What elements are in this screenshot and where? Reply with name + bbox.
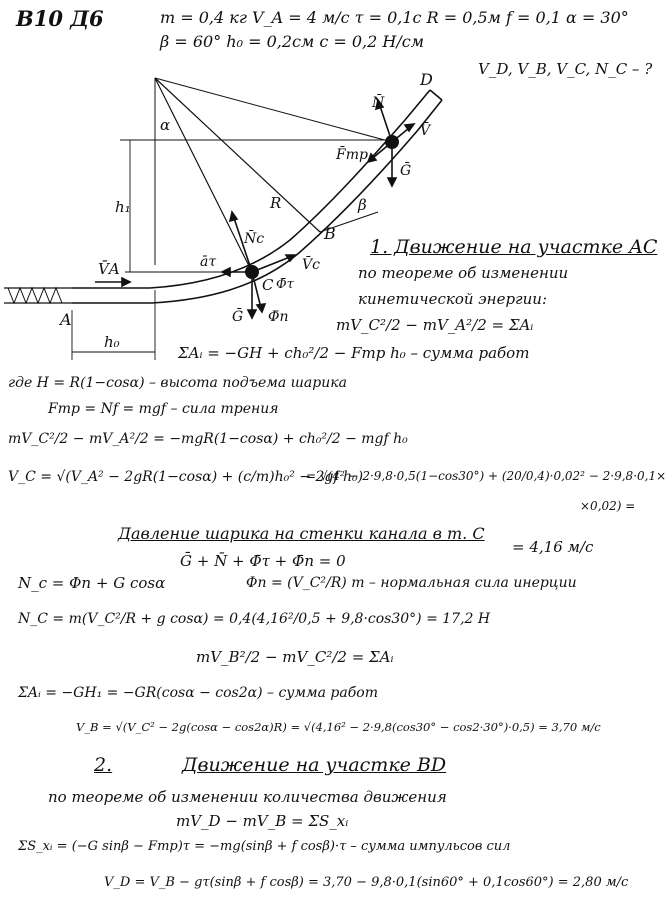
- impulse-sum: ΣS_xᵢ = (−G sinβ − Fтр)τ = −mg(sinβ + f …: [18, 839, 511, 854]
- expanded-equation: mV_C²/2 − mV_A²/2 = −mgR(1−cosα) + ch₀²/…: [8, 431, 408, 447]
- vc-formula: V_C = √(V_A² − 2gR(1−cosα) + (c/m)h₀² − …: [8, 469, 364, 485]
- v-d-label: V̄: [420, 123, 431, 139]
- vc-numeric-2: ×0,02) =: [580, 499, 636, 513]
- energy-cb: mV_B²/2 − mV_C²/2 = ΣAᵢ: [196, 648, 394, 666]
- vd-calculation: V_D = V_B − gτ(sinβ + f cosβ) = 3,70 − 9…: [104, 875, 629, 890]
- h1-label: h₁: [115, 198, 131, 216]
- point-a-label: A: [60, 310, 72, 329]
- def-f: Fтр = Nf = mgf – сила трения: [48, 401, 279, 417]
- radius-label: R: [270, 194, 282, 212]
- vb-calculation: V_B = √(V_C² − 2g(cosα − cos2α)R) = √(4,…: [76, 720, 601, 734]
- section-1-intro-2: кинетической энергии:: [358, 290, 548, 308]
- nc-line: N_c = Φn + G cosα: [18, 574, 166, 592]
- def-h: где H = R(1−cosα) – высота подъема шарик…: [8, 375, 347, 391]
- g-d-label: Ḡ: [400, 163, 412, 179]
- work-sum: ΣAᵢ = −GH + ch₀²/2 − Fтр h₀ – сумма рабо…: [178, 344, 530, 362]
- work-cb: ΣAᵢ = −GH₁ = −GR(cosα − cos2α) – сумма р…: [18, 685, 378, 701]
- mechanics-figure: [4, 77, 443, 360]
- point-b-label: B: [324, 224, 336, 243]
- alpha-label: α: [160, 116, 171, 134]
- unknowns: V_D, V_B, V_C, N_C – ?: [478, 60, 653, 78]
- variant-label: B10 Д6: [16, 6, 104, 31]
- point-c-label: C: [262, 276, 274, 294]
- pressure-vector-eq: Ḡ + N̄ + Φ̄τ + Φ̄n = 0: [180, 552, 346, 570]
- givens-line-2: β = 60° h₀ = 0,2см c = 0,2 Н/см: [160, 32, 424, 51]
- section-1-intro-1: по теореме об изменении: [358, 264, 569, 282]
- momentum-equation: mV_D − mV_B = ΣS_xᵢ: [176, 812, 349, 830]
- pressure-title: Давление шарика на стенки канала в т. C: [118, 524, 485, 543]
- a-tau-label: āτ: [200, 254, 217, 270]
- h0-label: h₀: [104, 333, 120, 351]
- vc-label: V̄c: [302, 257, 320, 273]
- g-c-label: Ḡ: [232, 309, 244, 325]
- nc-calculation: N_C = m(V_C²/R + g cosα) = 0,4(4,16²/0,5…: [18, 611, 491, 627]
- point-d-label: D: [420, 70, 433, 89]
- vc-result: = 4,16 м/с: [512, 538, 594, 556]
- phi-n-label: Φ̄n: [268, 309, 289, 325]
- section-1-title: 1. Движение на участке AC: [370, 236, 658, 258]
- ftr-label: F̄тр: [336, 147, 368, 163]
- phi-tau-label: Φ̄τ: [276, 277, 294, 292]
- n-d-label: N̄: [372, 95, 385, 111]
- solution-page: B10 Д6 m = 0,4 кг V_A = 4 м/с τ = 0,1с R…: [4, 6, 666, 890]
- phi-n-definition: Φn = (V_C²/R) m – нормальная сила инерци…: [246, 575, 577, 591]
- nc-label: N̄c: [244, 231, 265, 247]
- givens-line-1: m = 0,4 кг V_A = 4 м/с τ = 0,1с R = 0,5м…: [160, 8, 629, 27]
- section-2-intro: по теореме об изменении количества движе…: [48, 788, 447, 806]
- section-2-number: 2.: [94, 754, 113, 776]
- beta-label: β: [358, 196, 367, 214]
- section-2-title: Движение на участке BD: [182, 754, 447, 776]
- va-label: V̄A: [98, 260, 120, 278]
- energy-equation: mV_C²/2 − mV_A²/2 = ΣAᵢ: [336, 316, 534, 334]
- vc-numeric-1: = √(4² − 2·9,8·0,5(1−cos30°) + (20/0,4)·…: [306, 469, 666, 483]
